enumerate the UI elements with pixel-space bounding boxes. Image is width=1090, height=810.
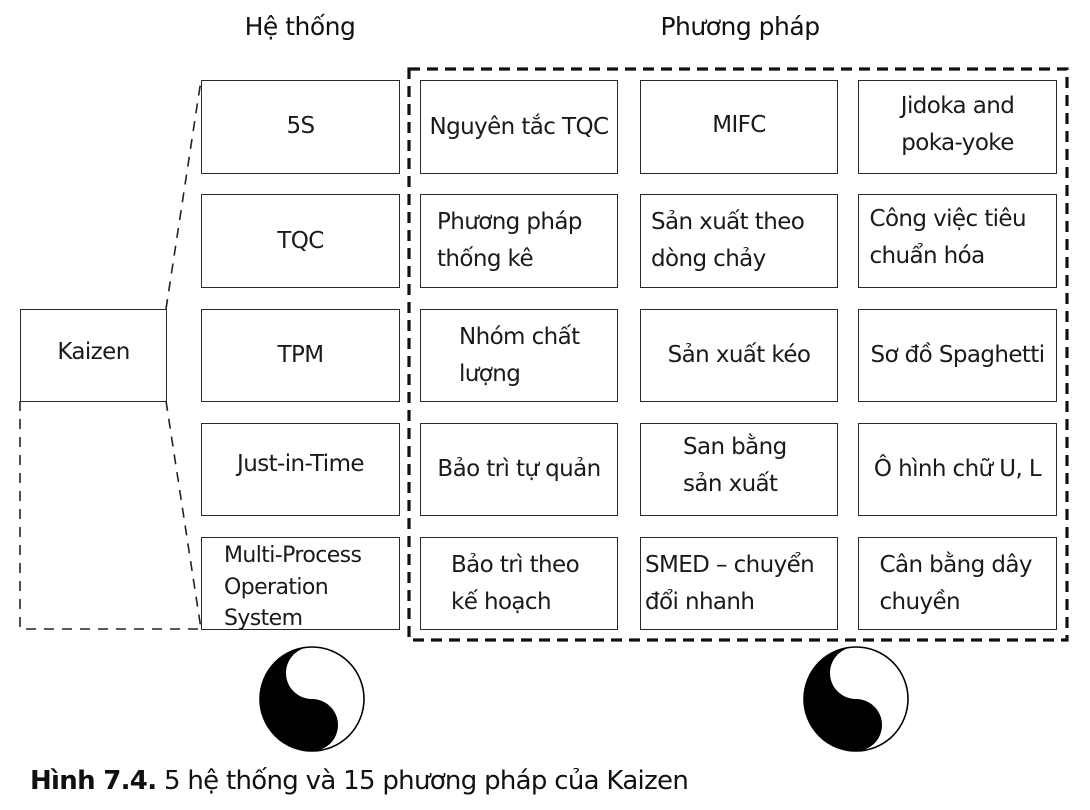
method-box: Sản xuất theo dòng chảy bbox=[640, 194, 838, 288]
method-label: Nguyên tắc TQC bbox=[429, 113, 610, 140]
system-label: Multi-Process Operation System bbox=[224, 542, 362, 632]
method-box: Bảo trì theo kế hoạch bbox=[420, 537, 618, 630]
method-label: Sản xuất kéo bbox=[667, 342, 811, 369]
method-label: Cân bằng dây chuyền bbox=[879, 551, 1033, 615]
yin-yang-icon bbox=[259, 646, 365, 752]
bracket-bottom-line bbox=[165, 400, 202, 630]
method-label: Sản xuất theo dòng chảy bbox=[651, 209, 805, 272]
method-label: Phương pháp thống kê bbox=[437, 209, 582, 272]
system-label: 5S bbox=[286, 112, 315, 139]
method-label: Jidoka and poka-yoke bbox=[900, 93, 1015, 156]
system-box: TPM bbox=[201, 309, 400, 402]
system-label: TPM bbox=[277, 342, 325, 369]
method-box: Ô hình chữ U, L bbox=[858, 423, 1057, 516]
method-label: Nhóm chất lượng bbox=[459, 323, 580, 387]
figure-caption: Hình 7.4. 5 hệ thống và 15 phương pháp c… bbox=[30, 766, 689, 796]
method-label: SMED – chuyển đổi nhanh bbox=[645, 551, 815, 615]
method-box: Công việc tiêu chuẩn hóa bbox=[858, 194, 1057, 288]
method-box: Bảo trì tự quản bbox=[420, 423, 618, 516]
kaizen-box: Kaizen bbox=[20, 309, 167, 402]
method-box: Sản xuất kéo bbox=[640, 309, 838, 402]
method-label: Bảo trì tự quản bbox=[437, 456, 601, 483]
method-box: MIFC bbox=[640, 80, 838, 174]
yin-yang-icon bbox=[803, 646, 909, 752]
method-box: Cân bằng dây chuyền bbox=[858, 537, 1057, 630]
method-label: Ô hình chữ U, L bbox=[873, 456, 1042, 483]
method-box: Jidoka and poka-yoke bbox=[858, 80, 1057, 174]
bracket-top-line bbox=[165, 79, 202, 310]
system-label: TQC bbox=[277, 227, 324, 254]
method-box: Nhóm chất lượng bbox=[420, 309, 618, 402]
kaizen-label: Kaizen bbox=[57, 339, 130, 366]
method-box: Phương pháp thống kê bbox=[420, 194, 618, 288]
bracket-left-line bbox=[19, 401, 201, 630]
method-label: MIFC bbox=[712, 111, 766, 138]
method-label: Sơ đồ Spaghetti bbox=[870, 342, 1045, 369]
systems-heading: Hệ thống bbox=[244, 12, 356, 41]
system-label: Just-in-Time bbox=[237, 451, 365, 478]
caption-prefix: Hình 7.4. bbox=[30, 766, 157, 796]
methods-heading: Phương pháp bbox=[660, 12, 820, 41]
caption-text: 5 hệ thống và 15 phương pháp của Kaizen bbox=[156, 766, 689, 796]
method-label: San bằng sản xuất bbox=[683, 433, 787, 497]
system-box: TQC bbox=[201, 194, 400, 288]
system-box: 5S bbox=[201, 80, 400, 174]
method-box: SMED – chuyển đổi nhanh bbox=[640, 537, 838, 630]
method-box: San bằng sản xuất bbox=[640, 423, 838, 516]
method-box: Nguyên tắc TQC bbox=[420, 80, 618, 174]
method-label: Bảo trì theo kế hoạch bbox=[451, 551, 580, 615]
method-box: Sơ đồ Spaghetti bbox=[858, 309, 1057, 402]
method-label: Công việc tiêu chuẩn hóa bbox=[869, 206, 1027, 269]
system-box: Multi-Process Operation System bbox=[201, 537, 400, 631]
system-box: Just-in-Time bbox=[201, 423, 400, 516]
